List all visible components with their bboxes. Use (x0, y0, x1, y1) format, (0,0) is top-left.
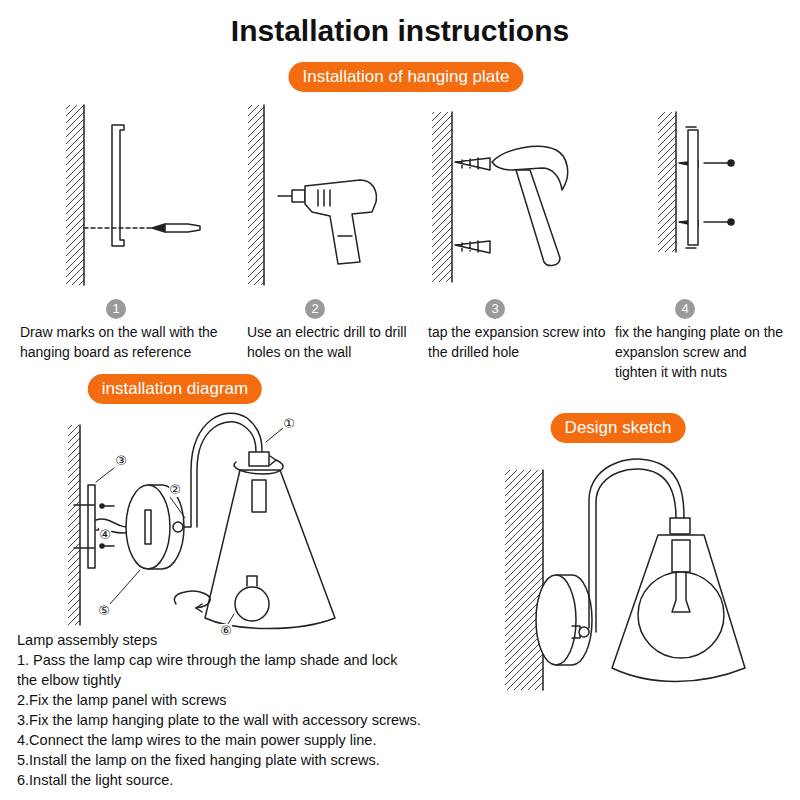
design-sketch-figure (505, 459, 745, 690)
step-number: 1 (106, 299, 126, 319)
step-number: 4 (675, 299, 695, 319)
drawing-stroke (174, 591, 210, 608)
node-text: installation diagram (102, 379, 248, 398)
callout-number: ② (169, 483, 181, 497)
drawing-stroke (74, 505, 94, 548)
step-number: 2 (305, 299, 325, 319)
assembly-step: 2.Fix the lamp panel with screws (17, 690, 497, 710)
drawing-stroke (338, 235, 352, 237)
drawing-stroke (670, 518, 690, 534)
drawing-stroke (66, 105, 745, 690)
drawing-stroke (278, 190, 305, 202)
drawing-stroke (234, 460, 283, 474)
section-header: Design sketch (551, 413, 686, 443)
assembly-step: 6.Install the light source. (17, 770, 497, 790)
step-caption: Draw marks on the wall with the hanging … (20, 322, 232, 362)
drawing-stroke (675, 112, 677, 252)
callout-number: ⑤ (98, 604, 110, 618)
drawing-stroke (270, 456, 276, 465)
node-text: 2 (311, 301, 318, 316)
drawing-stroke (455, 241, 490, 253)
step-four-figure (658, 112, 734, 252)
drawing-stroke (84, 227, 152, 229)
page-title: Installation instructions (0, 14, 800, 48)
drawing-stroke (196, 604, 202, 612)
drawing-stroke (165, 224, 200, 232)
section-header: installation diagram (88, 374, 262, 404)
drawing-stroke (235, 587, 269, 621)
drawing-stroke (658, 112, 676, 252)
drawing-stroke (100, 544, 104, 548)
assembly-step: 1. Pass the lamp cap wire through the la… (17, 650, 417, 690)
drawing-stroke (318, 190, 330, 206)
drawing-stroke (305, 180, 376, 264)
drawing-stroke (100, 504, 104, 508)
drawing-stroke (126, 485, 170, 569)
drawing-stroke (516, 170, 560, 265)
drawing-stroke (249, 452, 269, 466)
drawing-stroke (688, 130, 698, 245)
steps-heading: Lamp assembly steps (17, 630, 317, 650)
drawing-stroke (638, 572, 724, 658)
drawing-stroke (88, 485, 95, 568)
step-number: 3 (485, 299, 505, 319)
step-two-figure (248, 105, 376, 285)
drawing-stroke (536, 575, 576, 665)
drawing-stroke (451, 112, 453, 282)
callout-number: ③ (115, 454, 127, 468)
drawing-stroke (252, 480, 266, 512)
callout-number: ④ (99, 528, 111, 542)
drawing-stroke (66, 105, 84, 285)
drawing-stroke (247, 576, 257, 586)
step-three-figure (432, 112, 568, 282)
drawing-stroke (68, 425, 80, 625)
drawing-stroke (145, 510, 151, 544)
drawing-stroke (672, 540, 690, 572)
drawing-stroke (173, 522, 183, 532)
step-one-figure (66, 105, 200, 285)
step-caption: Use an electric drill to drill holes on … (247, 322, 415, 362)
step-caption: fix the hanging plate on the expanslon s… (615, 322, 785, 382)
drawing-stroke (83, 105, 85, 285)
drawing-stroke (263, 105, 265, 285)
drawing-stroke (579, 627, 589, 637)
node-text: 1 (112, 301, 119, 316)
assembly-step: 4.Connect the lamp wires to the main pow… (17, 730, 497, 750)
drawing-stroke (205, 470, 335, 629)
drawing-stroke (728, 219, 734, 225)
drawing-stroke (248, 105, 264, 285)
drawing-stroke (152, 224, 165, 232)
drawing-stroke (728, 160, 734, 166)
node-text: 4 (681, 301, 688, 316)
drawing-stroke (79, 425, 81, 625)
drawing-stroke (432, 112, 452, 282)
drawing-stroke (612, 535, 745, 682)
callout-number: ⑥ (220, 624, 232, 638)
installation-diagram-figure (68, 413, 335, 628)
section-header: Installation of hanging plate (289, 62, 524, 92)
drawing-stroke (455, 158, 490, 170)
drawing-stroke (505, 470, 543, 690)
node-text: Design sketch (565, 418, 672, 437)
drawing-stroke (686, 127, 696, 248)
drawing-stroke (96, 428, 283, 624)
node-text: Installation of hanging plate (303, 67, 510, 86)
assembly-step: 5.Install the lamp on the fixed hanging … (17, 750, 497, 770)
drawing-stroke (542, 470, 544, 690)
callout-number: ① (283, 417, 295, 431)
step-caption: tap the expansion screw into the drilled… (428, 322, 608, 362)
assembly-step: 3.Fix the lamp hanging plate to the wall… (17, 710, 497, 730)
node-text: 3 (491, 301, 498, 316)
drawing-stroke (672, 572, 690, 612)
drawing-stroke (704, 163, 728, 222)
